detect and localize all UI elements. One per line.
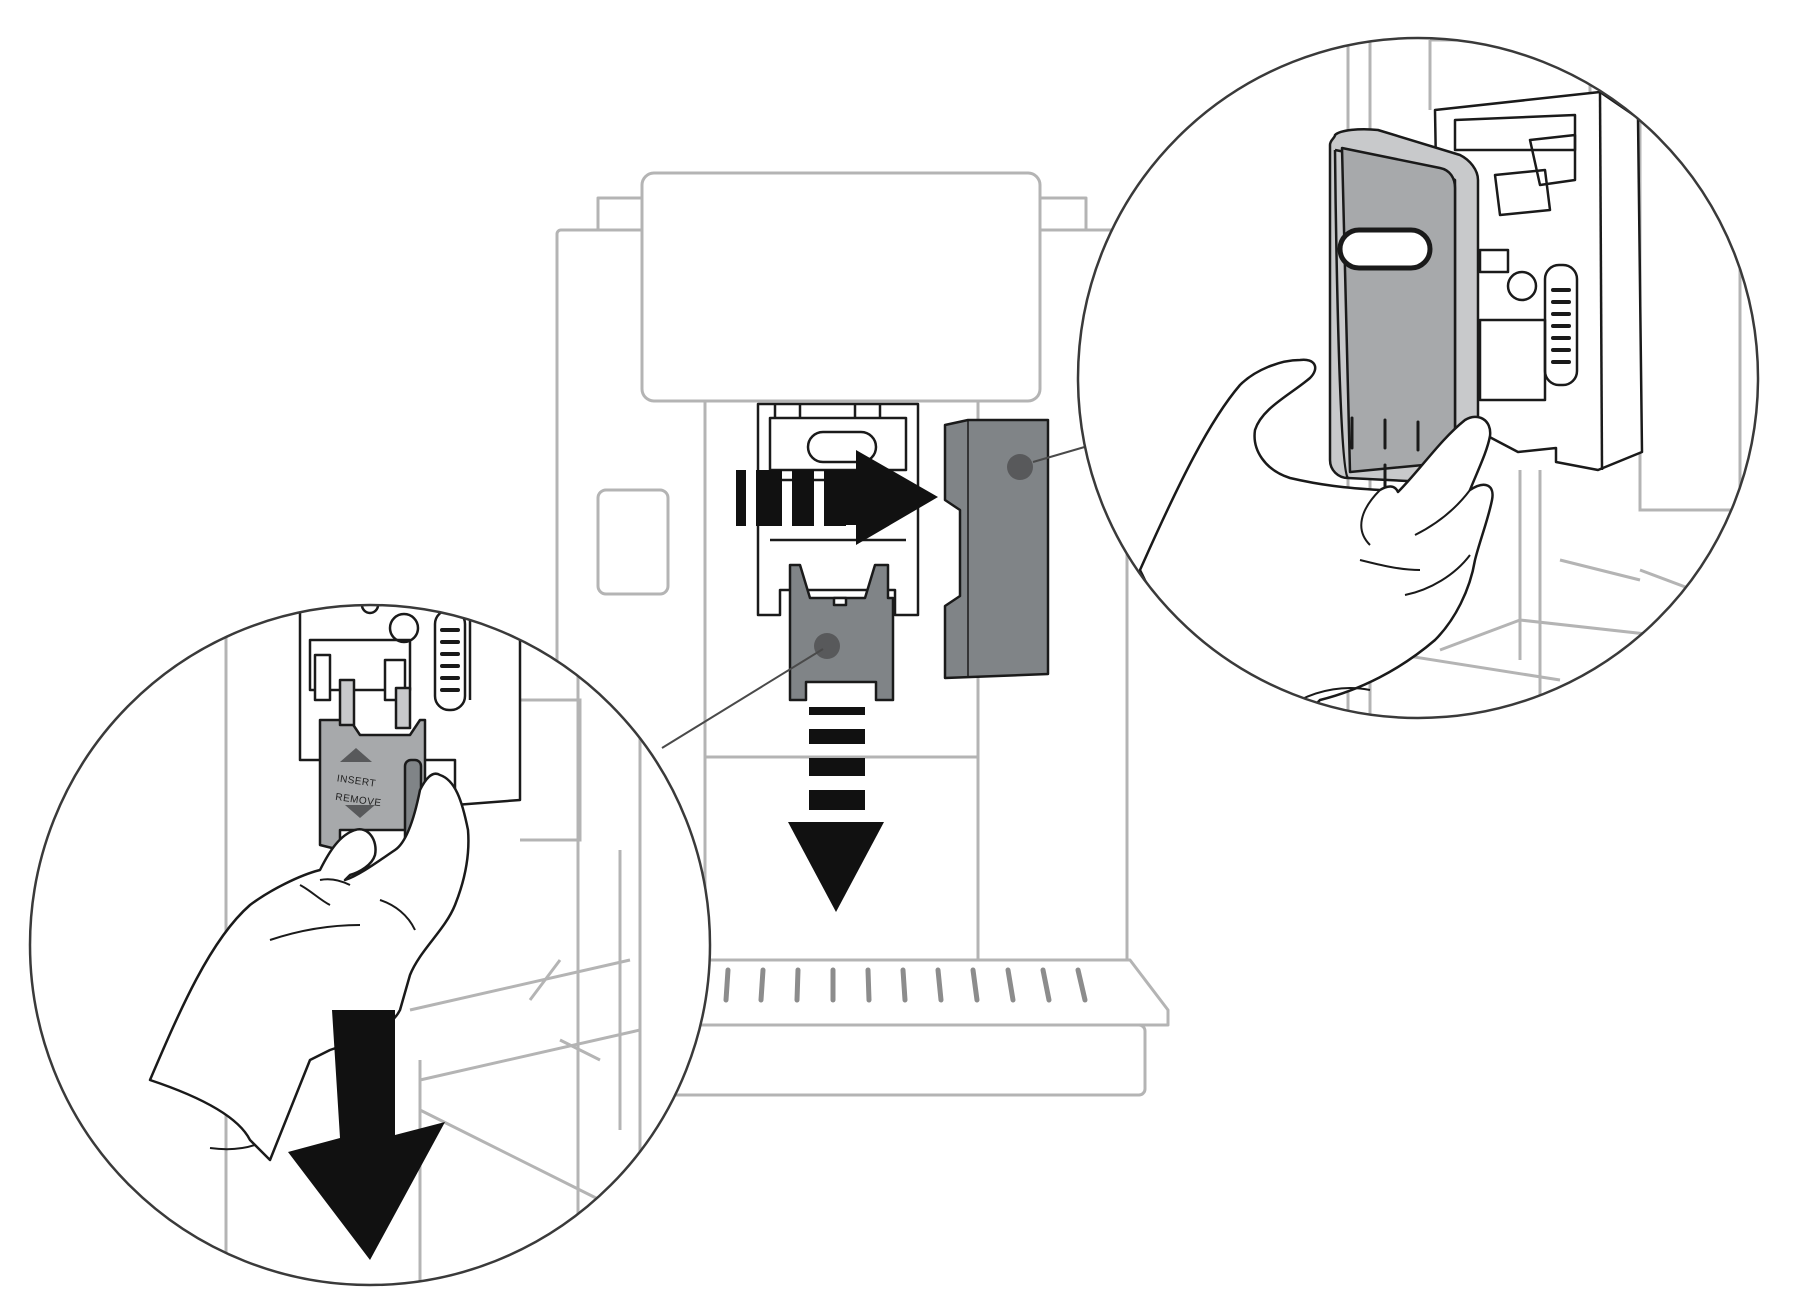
- hand-icon: [1138, 358, 1494, 718]
- detail-circle-remove-cover: [1138, 38, 1742, 718]
- arrow-down-icon: [788, 707, 884, 912]
- detail-circle-remove-cartridge: INSERT REMOVE: [148, 605, 642, 1285]
- insert-label: INSERT: [336, 773, 377, 789]
- arrow-right-icon: [836, 450, 938, 545]
- arrow-down-icon: [288, 1010, 445, 1260]
- callout-line-right: [1032, 445, 1089, 463]
- callout-line-left: [661, 648, 824, 749]
- drip-tray-slots: [723, 967, 1088, 1003]
- filter-cover: [943, 418, 1050, 680]
- filter-cartridge: [788, 563, 895, 702]
